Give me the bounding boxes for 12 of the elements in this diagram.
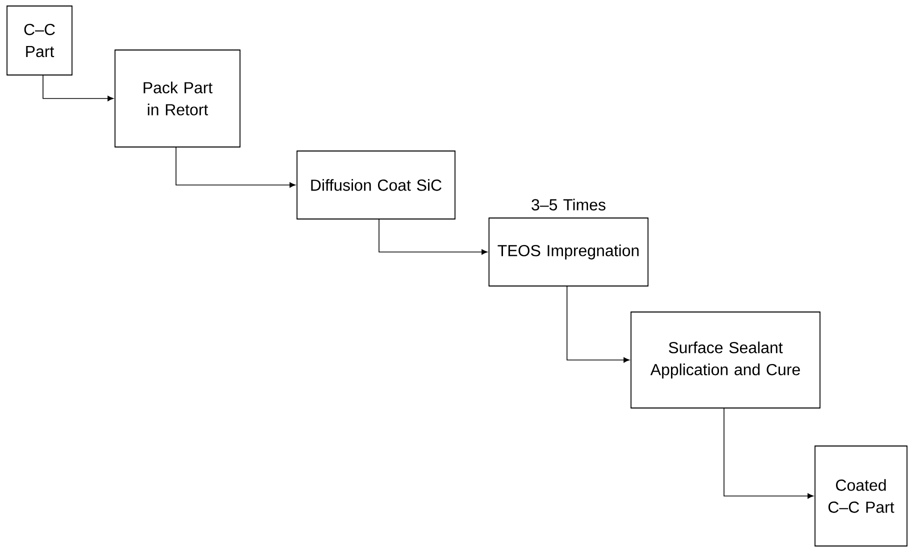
arrow [176, 146, 296, 188]
process-box: TEOS Impregnation [488, 218, 648, 286]
process-box: Surface Sealant Application and Cure [630, 312, 820, 408]
process-box: Coated C–C Part [814, 446, 908, 546]
process-box: Pack Part in Retort [114, 50, 240, 148]
arrow [724, 408, 814, 499]
arrow [42, 74, 114, 102]
arrow [378, 218, 488, 255]
process-box: Diffusion Coat SiC [296, 150, 456, 220]
repeat-note: 3–5 Times [532, 198, 606, 210]
arrow [566, 286, 630, 363]
process-box: C–C Part [6, 6, 72, 76]
